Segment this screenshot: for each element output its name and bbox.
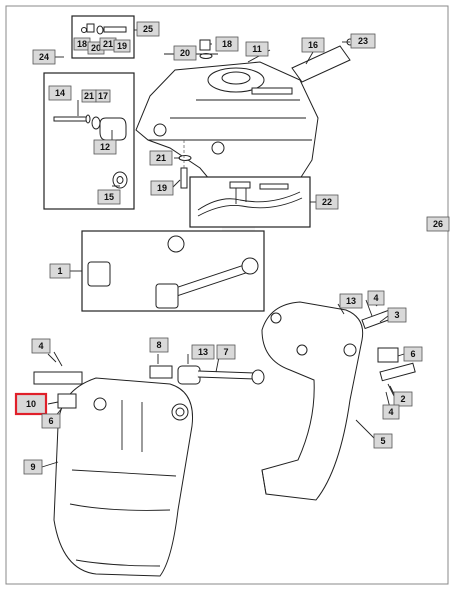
svg-text:7: 7 bbox=[223, 347, 228, 357]
svg-text:20: 20 bbox=[91, 43, 101, 53]
kit-box-25 bbox=[71, 15, 142, 59]
svg-text:10: 10 bbox=[26, 399, 36, 409]
svg-text:21: 21 bbox=[84, 91, 94, 101]
svg-text:5: 5 bbox=[380, 436, 385, 446]
label-19[interactable]: 19 bbox=[113, 39, 131, 53]
svg-text:18: 18 bbox=[222, 39, 232, 49]
svg-text:23: 23 bbox=[358, 36, 368, 46]
part-labels: 25 18 20 21 19 24 20 18 11 16 23 14 21 1… bbox=[14, 21, 450, 475]
label-1[interactable]: 1 bbox=[49, 263, 71, 279]
label-26[interactable]: 26 bbox=[426, 216, 450, 232]
label-2[interactable]: 2 bbox=[393, 391, 413, 407]
cylinder-box-1 bbox=[81, 230, 265, 312]
svg-text:11: 11 bbox=[252, 44, 262, 54]
svg-text:6: 6 bbox=[48, 416, 53, 426]
label-13-right[interactable]: 13 bbox=[339, 293, 363, 309]
label-5[interactable]: 5 bbox=[373, 433, 393, 449]
svg-text:24: 24 bbox=[39, 52, 49, 62]
label-10[interactable]: 10 bbox=[14, 392, 48, 416]
svg-text:25: 25 bbox=[143, 24, 153, 34]
svg-text:3: 3 bbox=[394, 310, 399, 320]
label-23[interactable]: 23 bbox=[350, 33, 376, 49]
svg-text:15: 15 bbox=[104, 192, 114, 202]
svg-text:13: 13 bbox=[198, 347, 208, 357]
svg-text:20: 20 bbox=[180, 48, 190, 58]
pins-left bbox=[33, 351, 83, 409]
center-pin-7 bbox=[149, 354, 265, 385]
bolt-parts-top bbox=[199, 39, 213, 59]
label-8[interactable]: 8 bbox=[149, 337, 169, 353]
diagram-frame bbox=[5, 5, 449, 585]
label-21[interactable]: 21 bbox=[99, 37, 117, 51]
svg-text:2: 2 bbox=[400, 394, 405, 404]
rotator-bracket bbox=[135, 61, 319, 197]
label-14[interactable]: 14 bbox=[48, 85, 72, 101]
label-6-right[interactable]: 6 bbox=[403, 346, 423, 362]
label-25[interactable]: 25 bbox=[136, 21, 160, 37]
label-15[interactable]: 15 bbox=[97, 189, 121, 205]
label-9[interactable]: 9 bbox=[23, 459, 43, 475]
label-16[interactable]: 16 bbox=[301, 37, 325, 53]
grapple-jaw-right bbox=[261, 301, 364, 501]
svg-text:4: 4 bbox=[373, 293, 378, 303]
label-12[interactable]: 12 bbox=[93, 139, 117, 155]
label-3[interactable]: 3 bbox=[387, 307, 407, 323]
svg-text:21: 21 bbox=[103, 39, 113, 49]
label-11[interactable]: 11 bbox=[245, 41, 269, 57]
label-18-top[interactable]: 18 bbox=[215, 36, 239, 52]
label-20-top[interactable]: 20 bbox=[173, 45, 197, 61]
svg-text:19: 19 bbox=[117, 41, 127, 51]
svg-text:14: 14 bbox=[55, 88, 65, 98]
grapple-jaw-left bbox=[53, 377, 194, 577]
svg-text:6: 6 bbox=[410, 349, 415, 359]
svg-text:26: 26 bbox=[433, 219, 443, 229]
label-6-left[interactable]: 6 bbox=[41, 413, 61, 429]
svg-text:1: 1 bbox=[57, 266, 62, 276]
label-4-right-bottom[interactable]: 4 bbox=[382, 404, 400, 420]
label-4-left[interactable]: 4 bbox=[31, 338, 51, 354]
svg-text:21: 21 bbox=[156, 153, 166, 163]
svg-text:4: 4 bbox=[38, 341, 43, 351]
label-21-mid[interactable]: 21 bbox=[149, 150, 173, 166]
label-18[interactable]: 18 bbox=[73, 37, 91, 51]
svg-text:4: 4 bbox=[388, 407, 393, 417]
hose-kit-box-22 bbox=[189, 176, 311, 228]
svg-text:16: 16 bbox=[308, 40, 318, 50]
svg-text:13: 13 bbox=[346, 296, 356, 306]
label-4-right-top[interactable]: 4 bbox=[367, 290, 385, 306]
svg-text:22: 22 bbox=[322, 197, 332, 207]
label-21-kit[interactable]: 21 bbox=[81, 89, 97, 103]
label-24[interactable]: 24 bbox=[32, 49, 56, 65]
svg-text:17: 17 bbox=[98, 91, 108, 101]
svg-text:9: 9 bbox=[30, 462, 35, 472]
label-22[interactable]: 22 bbox=[315, 194, 339, 210]
svg-text:18: 18 bbox=[77, 39, 87, 49]
svg-text:12: 12 bbox=[100, 142, 110, 152]
label-19-mid[interactable]: 19 bbox=[150, 180, 174, 196]
label-13-center[interactable]: 13 bbox=[191, 344, 215, 360]
svg-text:8: 8 bbox=[156, 340, 161, 350]
label-17[interactable]: 17 bbox=[95, 89, 111, 103]
label-7[interactable]: 7 bbox=[216, 344, 236, 360]
svg-text:19: 19 bbox=[157, 183, 167, 193]
